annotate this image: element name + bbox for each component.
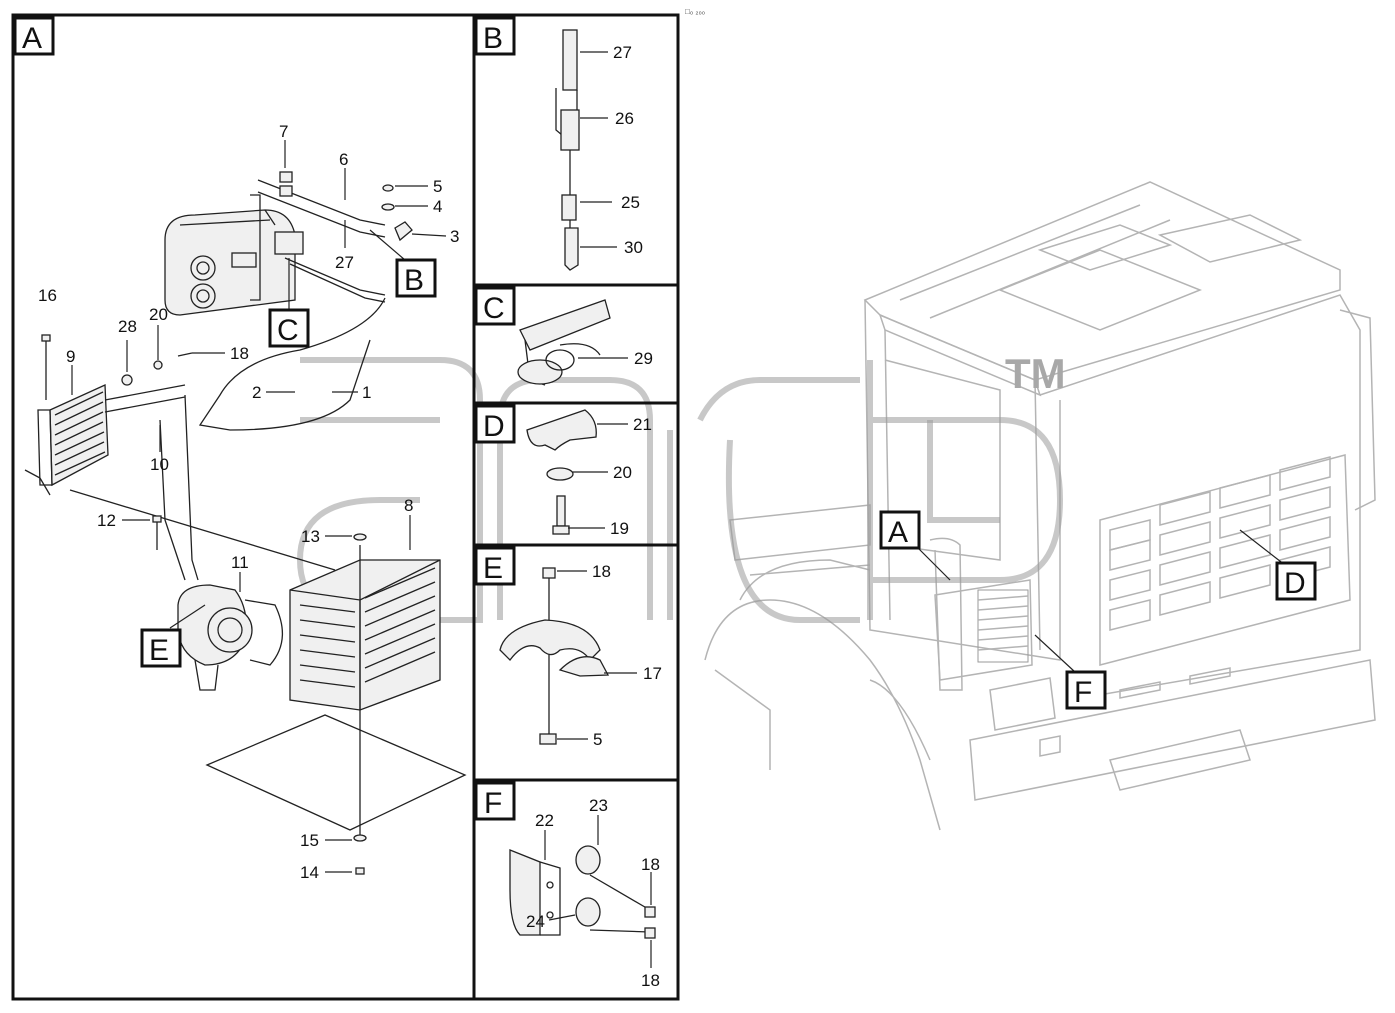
svg-text:E: E bbox=[483, 552, 503, 585]
callout-tag-truck-a: A bbox=[879, 510, 951, 581]
part-label: 18 bbox=[641, 971, 660, 990]
part-label: 21 bbox=[633, 415, 652, 434]
base-plate bbox=[205, 714, 467, 831]
part-label: 18 bbox=[641, 855, 660, 874]
panel-b-drawing bbox=[555, 29, 580, 271]
part-label: 22 bbox=[535, 811, 554, 830]
part-labels-panel-d: 21 20 19 bbox=[568, 415, 652, 538]
panel-c-drawing bbox=[517, 299, 611, 386]
panel-f-drawing bbox=[509, 845, 656, 939]
part-labels-panel-a: 7 6 5 4 3 27 16 28 20 18 9 2 1 10 12 13 … bbox=[38, 122, 459, 882]
part-label: 27 bbox=[613, 43, 632, 62]
part-label: 14 bbox=[300, 863, 319, 882]
callout-tag-c: C bbox=[268, 258, 310, 348]
panel-tag-a: A bbox=[13, 16, 55, 56]
svg-text:D: D bbox=[483, 410, 505, 443]
part-label: 23 bbox=[589, 796, 608, 815]
part-label: 8 bbox=[404, 496, 413, 515]
part-label: 7 bbox=[279, 122, 288, 141]
part-label: 13 bbox=[301, 527, 320, 546]
part-label: 10 bbox=[150, 455, 169, 474]
svg-text:E: E bbox=[149, 634, 169, 667]
callout-tag-e: E bbox=[140, 604, 206, 668]
part-label: 2 bbox=[252, 383, 261, 402]
part-labels-panel-b: 27 26 25 30 bbox=[580, 43, 643, 257]
svg-text:C: C bbox=[277, 314, 299, 347]
part-label: 15 bbox=[300, 831, 319, 850]
svg-text:F: F bbox=[1074, 676, 1092, 709]
condenser-box bbox=[289, 559, 441, 711]
part-label: 28 bbox=[118, 317, 137, 336]
header-code: □₀ ₂₀₀ bbox=[685, 7, 705, 16]
part-label: 5 bbox=[433, 177, 442, 196]
truck-cab-drawing bbox=[704, 181, 1376, 831]
part-labels-panel-f: 23 22 18 24 18 bbox=[526, 796, 660, 990]
part-label: 11 bbox=[231, 553, 249, 572]
part-label: 26 bbox=[615, 109, 634, 128]
part-label: 27 bbox=[335, 253, 354, 272]
watermark-trademark: TM bbox=[1005, 350, 1066, 397]
part-label: 20 bbox=[149, 305, 168, 324]
part-label: 18 bbox=[592, 562, 611, 581]
panel-e-drawing bbox=[499, 567, 610, 745]
panel-frames bbox=[11, 13, 680, 1001]
part-label: 17 bbox=[643, 664, 662, 683]
part-label: 20 bbox=[613, 463, 632, 482]
part-label: 24 bbox=[526, 912, 545, 931]
svg-text:A: A bbox=[22, 22, 42, 55]
part-labels-panel-c: 29 bbox=[578, 349, 653, 368]
part-label: 12 bbox=[97, 511, 116, 530]
part-label: 29 bbox=[634, 349, 653, 368]
panel-tag-c: C bbox=[474, 286, 516, 326]
panel-a-frame bbox=[11, 13, 680, 1001]
heater-unit bbox=[164, 209, 296, 316]
condenser bbox=[49, 384, 109, 487]
part-label: 18 bbox=[230, 344, 249, 363]
part-label: 25 bbox=[621, 193, 640, 212]
svg-text:D: D bbox=[1284, 567, 1306, 600]
part-label: 9 bbox=[66, 347, 75, 366]
svg-text:C: C bbox=[483, 292, 505, 325]
callout-tag-truck-f: F bbox=[1034, 634, 1107, 710]
callout-tag-truck-d: D bbox=[1239, 529, 1317, 601]
panel-tag-d: D bbox=[474, 404, 516, 444]
part-labels-panel-e: 18 17 5 bbox=[557, 562, 662, 749]
svg-text:B: B bbox=[404, 264, 424, 297]
panel-tag-e: E bbox=[474, 546, 516, 586]
part-label: 3 bbox=[450, 227, 459, 246]
panel-tag-f: F bbox=[474, 781, 516, 821]
svg-text:A: A bbox=[888, 516, 908, 549]
part-label: 1 bbox=[362, 383, 371, 402]
part-label: 16 bbox=[38, 286, 57, 305]
panel-a-drawing bbox=[24, 171, 467, 875]
part-label: 6 bbox=[339, 150, 348, 169]
panel-tag-b: B bbox=[474, 16, 516, 56]
part-label: 5 bbox=[593, 730, 602, 749]
part-label: 30 bbox=[624, 238, 643, 257]
part-label: 4 bbox=[433, 197, 442, 216]
panel-d-drawing bbox=[526, 409, 597, 535]
svg-text:B: B bbox=[483, 22, 503, 55]
callout-tag-b: B bbox=[369, 229, 437, 298]
svg-text:F: F bbox=[484, 787, 502, 820]
part-label: 19 bbox=[610, 519, 629, 538]
